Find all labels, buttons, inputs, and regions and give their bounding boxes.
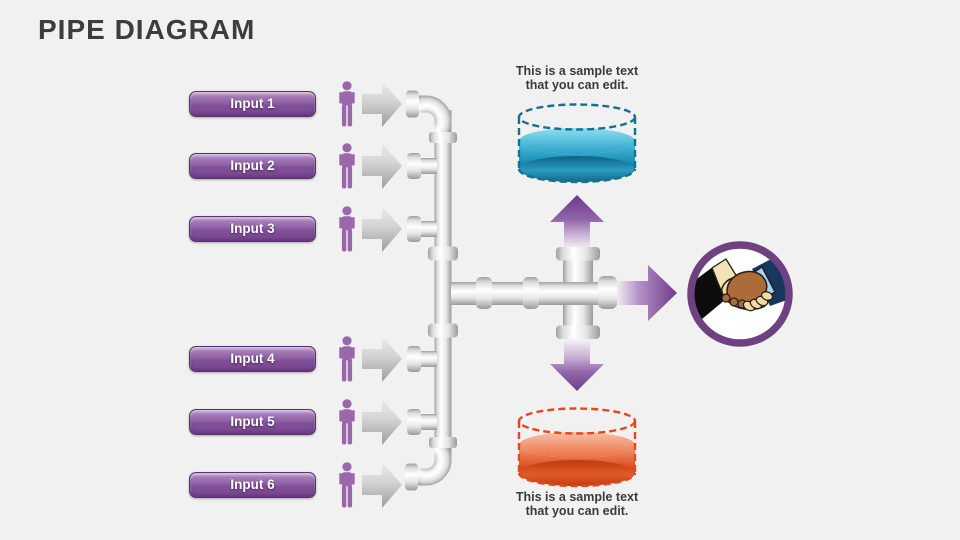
pipe-stub	[407, 409, 437, 435]
caption-bottom-line1: This is a sample text	[515, 490, 639, 504]
blue-tank-icon	[517, 103, 637, 184]
person-icon	[336, 143, 358, 189]
caption-top: This is a sample text that you can edit.	[482, 64, 672, 92]
input-row-3: Input 3	[189, 204, 405, 254]
block-arrow-right-icon	[362, 205, 403, 253]
caption-bottom: This is a sample text that you can edit.	[482, 490, 672, 518]
person-icon	[336, 206, 358, 252]
block-arrow-right-icon	[362, 142, 403, 190]
block-arrow-right-icon	[362, 461, 403, 509]
input-row-6: Input 6	[189, 460, 405, 510]
person-icon	[336, 399, 358, 445]
pipe-stub	[407, 346, 437, 372]
person-icon	[336, 81, 358, 127]
block-arrow-right-icon	[362, 335, 403, 383]
caption-bottom-line2: that you can edit.	[525, 504, 629, 518]
input-row-2: Input 2	[189, 141, 405, 191]
arrow-down-icon	[550, 341, 604, 391]
pipe-stub	[407, 153, 437, 179]
person-icon	[336, 336, 358, 382]
input-row-5: Input 5	[189, 397, 405, 447]
input-row-4: Input 4	[189, 334, 405, 384]
caption-top-line1: This is a sample text	[515, 64, 639, 78]
input-2-button[interactable]: Input 2	[189, 153, 316, 179]
input-3-button[interactable]: Input 3	[189, 216, 316, 242]
person-icon	[336, 462, 358, 508]
arrow-up-icon	[550, 195, 604, 247]
page-title: PIPE DIAGRAM	[38, 14, 256, 45]
block-arrow-right-icon	[362, 80, 403, 128]
input-4-button[interactable]: Input 4	[189, 346, 316, 372]
caption-top-line2: that you can edit.	[525, 78, 629, 92]
input-1-button[interactable]: Input 1	[189, 91, 316, 117]
handshake-icon	[687, 241, 793, 347]
input-6-button[interactable]: Input 6	[189, 472, 316, 498]
red-tank-icon	[517, 407, 637, 488]
pipe-stub	[407, 216, 437, 242]
input-5-button[interactable]: Input 5	[189, 409, 316, 435]
pipe-network	[405, 90, 618, 491]
pipe-assembly	[405, 90, 677, 491]
input-row-1: Input 1	[189, 79, 405, 129]
block-arrow-right-icon	[362, 398, 403, 446]
arrow-right-icon	[617, 265, 677, 321]
